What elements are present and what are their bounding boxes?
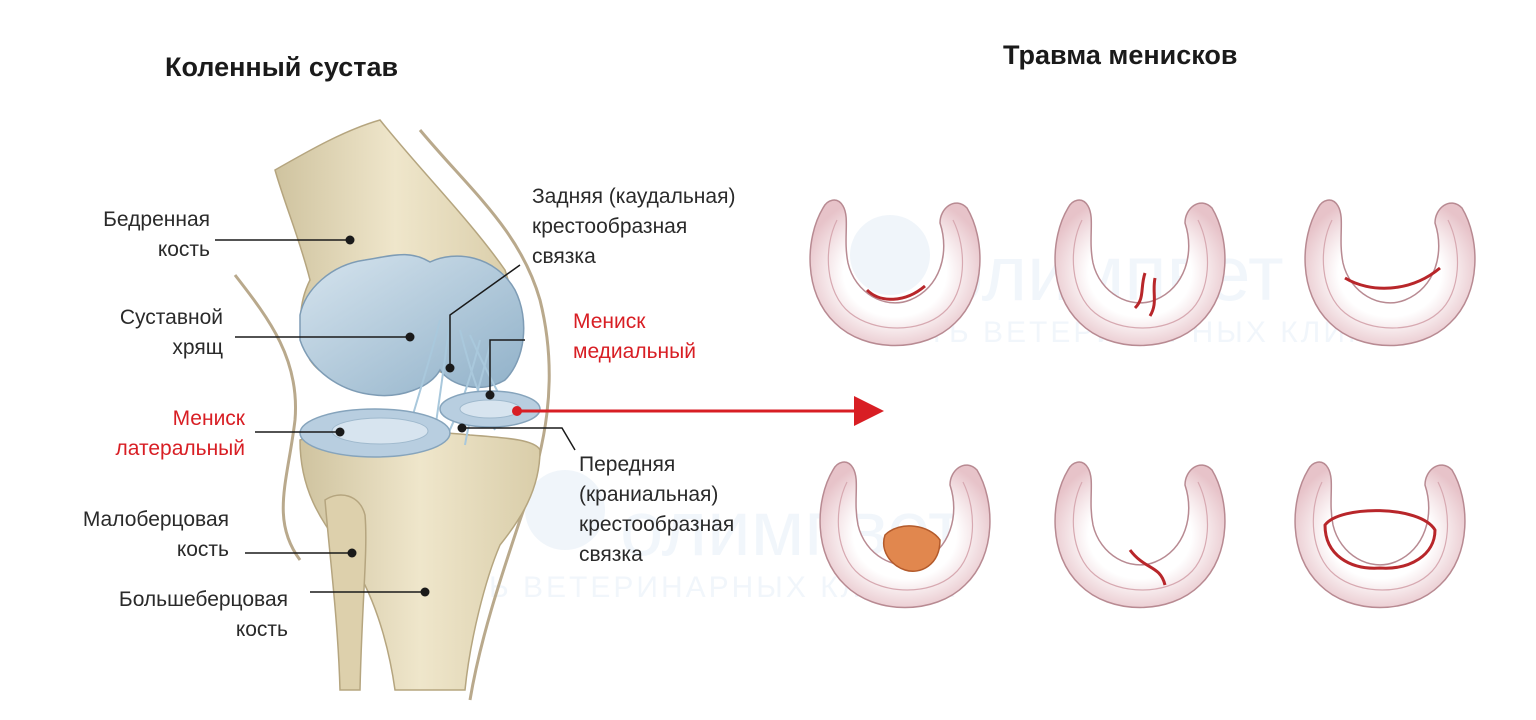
fibula-label: Малоберцовая кость — [82, 508, 229, 561]
cartilage-label: Суставной хрящ — [119, 306, 223, 359]
lateral-meniscus-label: Мениск латеральный — [115, 407, 245, 460]
meniscus-tear — [1128, 549, 1167, 586]
meniscus-body — [819, 461, 991, 609]
meniscus-illustration-5 — [1054, 461, 1226, 609]
meniscus-illustration-4 — [819, 461, 991, 609]
meniscus-illustration-6 — [1294, 461, 1466, 609]
leader-lines — [215, 239, 576, 593]
meniscus-illustration-1 — [809, 199, 981, 347]
meniscus-injury-title: Травма менисков — [1003, 40, 1238, 70]
meniscus-injury-grid — [809, 199, 1476, 609]
meniscus-body — [1054, 461, 1226, 609]
watermark — [525, 215, 930, 550]
medial-meniscus-label: Мениск медиальный — [573, 310, 696, 363]
meniscus-inner-edge — [1072, 481, 1209, 591]
meniscus-inner-edge — [827, 219, 964, 329]
skin-outline — [418, 129, 551, 701]
meniscus-body — [1054, 199, 1226, 347]
posterior-ligament-label: Задняя (каудальная) крестообразная связк… — [532, 185, 736, 268]
meniscus-inner-edge — [1312, 481, 1449, 591]
meniscus-body — [1294, 461, 1466, 609]
meniscus-tear — [865, 284, 926, 301]
meniscus-illustration-3 — [1304, 199, 1476, 347]
meniscus-tear — [1323, 509, 1437, 570]
meniscus-inner-edge — [1322, 219, 1459, 329]
medial-meniscus-inner — [459, 399, 521, 419]
skin-outline-back — [233, 274, 302, 561]
meniscus-body — [1304, 199, 1476, 347]
leader-dots — [335, 235, 495, 597]
meniscus-flap-tear — [883, 525, 941, 572]
meniscus-illustration-2 — [1054, 199, 1226, 347]
lateral-meniscus-inner — [331, 417, 429, 445]
femur-label: Бедренная кость — [103, 208, 210, 261]
meniscus-body — [809, 199, 981, 347]
meniscus-tear — [1344, 266, 1441, 290]
tibia-label: Большеберцовая кость — [118, 588, 288, 641]
knee-joint-title: Коленный сустав — [165, 52, 399, 82]
meniscus-tear — [1133, 272, 1157, 317]
meniscus-inner-edge — [837, 481, 974, 591]
anterior-ligament-label: Передняя (краниальная) крестообразная св… — [579, 453, 735, 566]
meniscus-inner-edge — [1072, 219, 1209, 329]
